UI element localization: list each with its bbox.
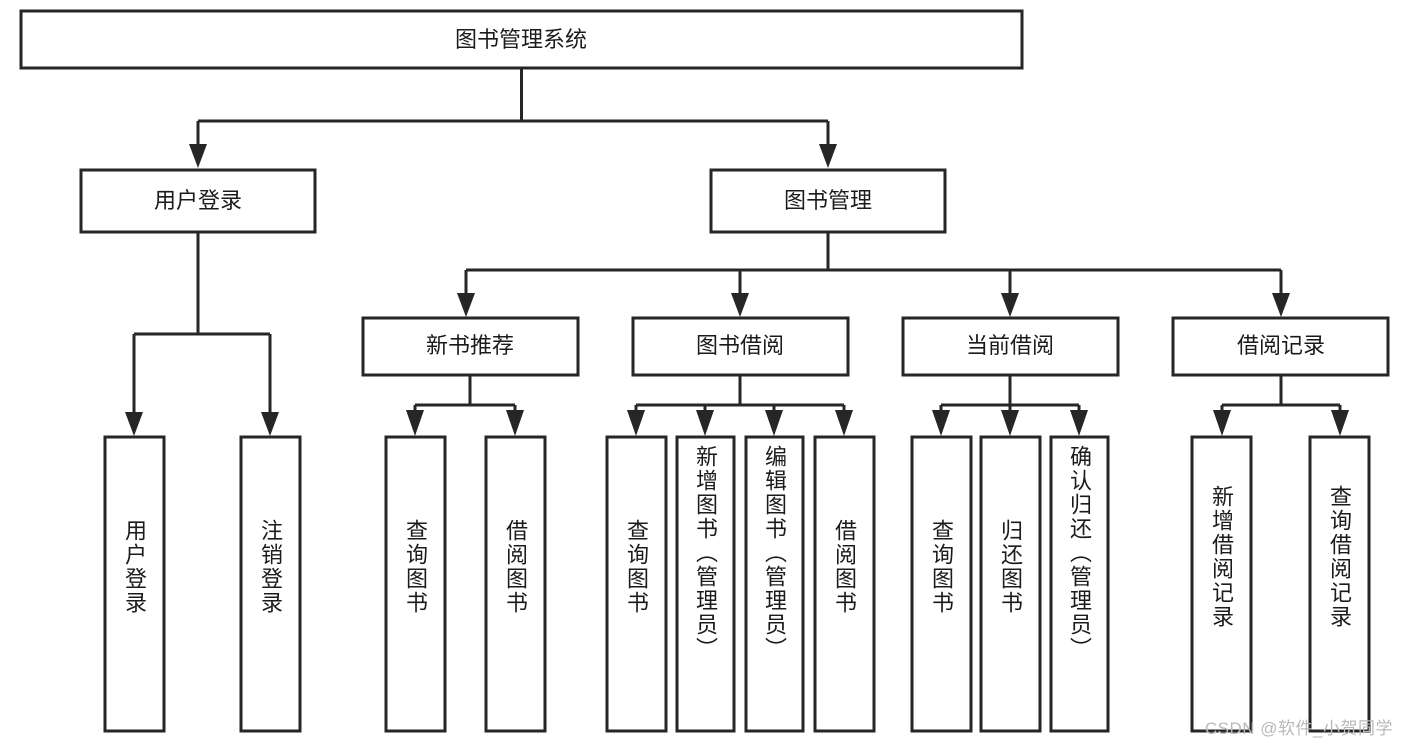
arrowhead-leaf-add-record (1213, 410, 1231, 436)
leaf-user-logout-label: 注销登录 (258, 519, 283, 615)
leaf-query-book-3-box[interactable] (910, 435, 973, 733)
arrowhead-leaf-query-record (1331, 410, 1349, 436)
arrowhead-leaf-query-book-2 (627, 410, 645, 436)
node-book-borrow-box[interactable] (631, 316, 850, 377)
node-book-borrow[interactable]: 图书借阅 (631, 316, 850, 377)
node-root-label: 图书管理系统 (455, 27, 587, 52)
arrowhead-leaf-borrow-book-2 (835, 410, 853, 436)
leaf-user-login-label: 用户登录 (122, 519, 147, 615)
connectors-book-manage (457, 232, 1290, 317)
arrowhead-leaf-add-book (696, 410, 714, 436)
leaf-add-book-label: 新增图书（管理员） (693, 445, 718, 661)
node-user-login[interactable]: 用户登录 (79, 168, 317, 234)
node-new-book-recommend[interactable]: 新书推荐 (361, 316, 580, 377)
node-book-manage[interactable]: 图书管理 (709, 168, 947, 234)
arrowhead-leaf-confirm-return (1070, 410, 1088, 436)
node-current-borrow-label: 当前借阅 (966, 333, 1054, 358)
leaf-borrow-book-1-label: 借阅图书 (503, 519, 528, 615)
leaf-query-record-label: 查询借阅记录 (1327, 485, 1352, 629)
node-root[interactable]: 图书管理系统 (19, 9, 1024, 70)
arrowhead-leaf-return-book (1001, 410, 1019, 436)
connectors-new-book-recommend (406, 375, 524, 436)
leaf-query-book-2-box[interactable] (605, 435, 668, 733)
node-user-login-box[interactable] (79, 168, 317, 234)
node-current-borrow-box[interactable] (901, 316, 1120, 377)
arrowhead-leaf-edit-book (765, 410, 783, 436)
leaf-user-login-box[interactable] (103, 435, 166, 733)
connectors-current-borrow (932, 375, 1088, 436)
connectors-user-login (125, 232, 279, 436)
leaf-query-book-1-label: 查询图书 (403, 519, 428, 615)
leaf-return-book-label: 归还图书 (998, 519, 1023, 615)
arrowhead-new-book-recommend (457, 293, 475, 317)
arrowhead-leaf-query-book-3 (932, 410, 950, 436)
connectors-borrow-record (1213, 375, 1349, 436)
arrowhead-book-manage (819, 144, 837, 168)
leaf-confirm-return-label: 确认归还（管理员） (1067, 445, 1092, 661)
leaf-borrow-book-1-box[interactable] (484, 435, 547, 733)
node-book-borrow-label: 图书借阅 (696, 333, 784, 358)
arrowhead-current-borrow (1001, 293, 1019, 317)
leaf-confirm-return-box[interactable] (1049, 435, 1110, 733)
arrowhead-borrow-record (1272, 293, 1290, 317)
arrowhead-user-login (189, 144, 207, 168)
leaf-edit-book-label: 编辑图书（管理员） (762, 445, 787, 661)
node-new-book-recommend-label: 新书推荐 (426, 333, 514, 358)
node-borrow-record[interactable]: 借阅记录 (1171, 316, 1390, 377)
node-book-manage-label: 图书管理 (784, 188, 872, 213)
arrowhead-leaf-user-login (125, 412, 143, 436)
csdn-watermark: CSDN @软件_小贺同学 (1204, 719, 1393, 738)
leaf-return-book-box[interactable] (979, 435, 1042, 733)
leaf-add-book-box[interactable] (675, 435, 736, 733)
arrowhead-leaf-borrow-book-1 (506, 410, 524, 436)
node-borrow-record-box[interactable] (1171, 316, 1390, 377)
leaf-add-record-label: 新增借阅记录 (1209, 485, 1234, 629)
leaf-edit-book-box[interactable] (744, 435, 805, 733)
leaf-query-record-box[interactable] (1308, 435, 1371, 733)
node-book-manage-box[interactable] (709, 168, 947, 234)
connectors-book-borrow (627, 375, 853, 436)
leaf-query-book-3-label: 查询图书 (929, 519, 954, 615)
node-root-box[interactable] (19, 9, 1024, 70)
leaf-user-logout-box[interactable] (239, 435, 302, 733)
node-borrow-record-label: 借阅记录 (1237, 333, 1325, 358)
connectors-root (189, 68, 837, 168)
leaf-add-record-box[interactable] (1190, 435, 1253, 733)
node-user-login-label: 用户登录 (154, 188, 242, 213)
leaf-query-book-1-box[interactable] (384, 435, 447, 733)
leaf-borrow-book-2-box[interactable] (813, 435, 876, 733)
node-new-book-recommend-box[interactable] (361, 316, 580, 377)
arrowhead-leaf-user-logout (261, 412, 279, 436)
arrowhead-book-borrow (731, 293, 749, 317)
leaf-boxes (103, 435, 1371, 733)
node-current-borrow[interactable]: 当前借阅 (901, 316, 1120, 377)
arrowhead-leaf-query-book-1 (406, 410, 424, 436)
leaf-borrow-book-2-label: 借阅图书 (832, 519, 857, 615)
leaf-query-book-2-label: 查询图书 (624, 519, 649, 615)
